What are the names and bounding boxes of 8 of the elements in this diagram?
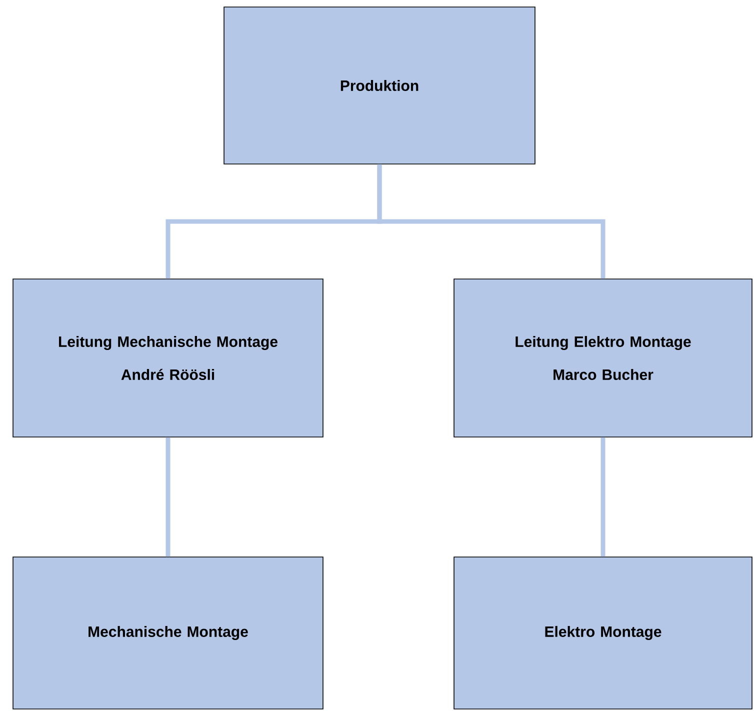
org-box: Elektro Montage — [454, 556, 752, 710]
connector-line — [600, 437, 606, 557]
org-box: Leitung Mechanische Montage André Röösli — [12, 278, 324, 438]
connector-line — [377, 164, 606, 279]
org-box: Leitung Elektro Montage Marco Bucher — [454, 278, 752, 438]
org-box: Produktion — [224, 6, 536, 164]
org-box: Mechanische Montage — [12, 556, 324, 710]
connector-line — [166, 437, 170, 557]
